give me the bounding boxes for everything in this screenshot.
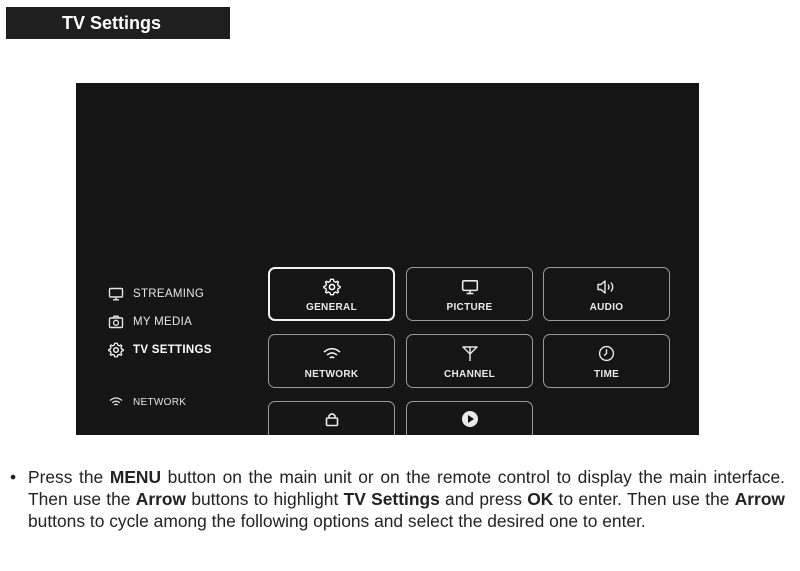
clock-icon	[598, 343, 615, 365]
gear-icon	[106, 342, 126, 358]
sidebar-item-network[interactable]: NETWORK	[106, 396, 186, 408]
tile-network[interactable]: NETWORK	[268, 334, 395, 388]
sidebar-item-label: STREAMING	[133, 288, 205, 300]
antenna-icon	[461, 343, 479, 365]
tile-general[interactable]: GENERAL	[268, 267, 395, 321]
tile-time[interactable]: TIME	[543, 334, 670, 388]
instruction-paragraph: • Press the MENU button on the main unit…	[10, 466, 785, 532]
tile-label: GENERAL	[306, 301, 357, 313]
tile-label: AUDIO	[589, 301, 624, 313]
tile-label: TIME	[593, 368, 620, 380]
tile-audio[interactable]: AUDIO	[543, 267, 670, 321]
sidebar-item-my-media[interactable]: MY MEDIA	[106, 315, 192, 329]
tile-label: NETWORK	[304, 368, 359, 380]
sidebar-item-tv-settings[interactable]: TV SETTINGS	[106, 342, 212, 358]
camera-icon	[106, 315, 126, 329]
tv-screen: STREAMING MY MEDIA TV SETTINGS NETWORK G…	[76, 83, 699, 435]
tile-media-player[interactable]	[406, 401, 533, 435]
tile-label: PICTURE	[446, 301, 493, 313]
tile-lock[interactable]	[268, 401, 395, 435]
sidebar-item-label: MY MEDIA	[133, 316, 193, 328]
wifi-icon	[322, 343, 342, 365]
tile-picture[interactable]: PICTURE	[406, 267, 533, 321]
instruction-text: Press the MENU button on the main unit o…	[28, 467, 786, 531]
tile-channel[interactable]: CHANNEL	[406, 334, 533, 388]
monitor-icon	[106, 287, 126, 301]
monitor-icon	[461, 276, 479, 298]
speaker-icon	[596, 276, 618, 298]
sidebar-item-label: NETWORK	[133, 396, 187, 408]
play-icon	[461, 408, 479, 430]
tile-label: CHANNEL	[444, 368, 495, 380]
gear-icon	[322, 276, 341, 298]
bullet: •	[10, 467, 17, 487]
wifi-icon	[106, 396, 126, 408]
sidebar-item-label: TV SETTINGS	[133, 344, 212, 356]
sidebar-item-streaming[interactable]: STREAMING	[106, 287, 204, 301]
section-title: TV Settings	[6, 7, 230, 39]
lock-icon	[324, 408, 340, 430]
